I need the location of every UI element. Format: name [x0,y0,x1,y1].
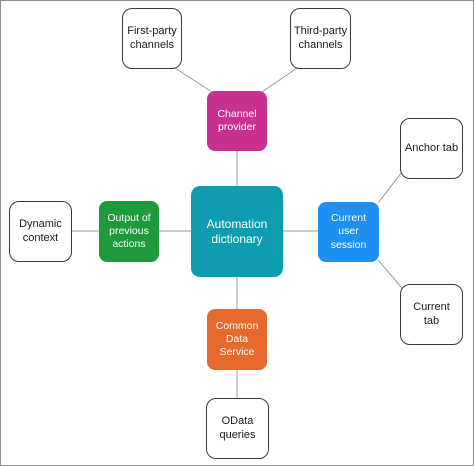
connector-session-current-tab [377,259,403,289]
current-user-session-node: Current user session [318,202,379,262]
output-of-previous-actions-node: Output of previous actions [99,201,159,262]
automation-dictionary-node: Automation dictionary [191,186,283,277]
connector-session-anchor-tab [377,171,403,204]
common-data-service-node: Common Data Service [207,309,267,370]
third-party-channels-node: Third-party channels [290,8,351,69]
connector-channel-provider-first-party [171,65,213,93]
odata-queries-node: OData queries [206,398,269,459]
connector-channel-provider-third-party [261,65,301,93]
dynamic-context-node: Dynamic context [9,201,72,262]
first-party-channels-node: First-party channels [122,8,182,69]
current-tab-node: Current tab [400,284,463,345]
anchor-tab-node: Anchor tab [400,118,463,179]
channel-provider-node: Channel provider [207,91,267,151]
